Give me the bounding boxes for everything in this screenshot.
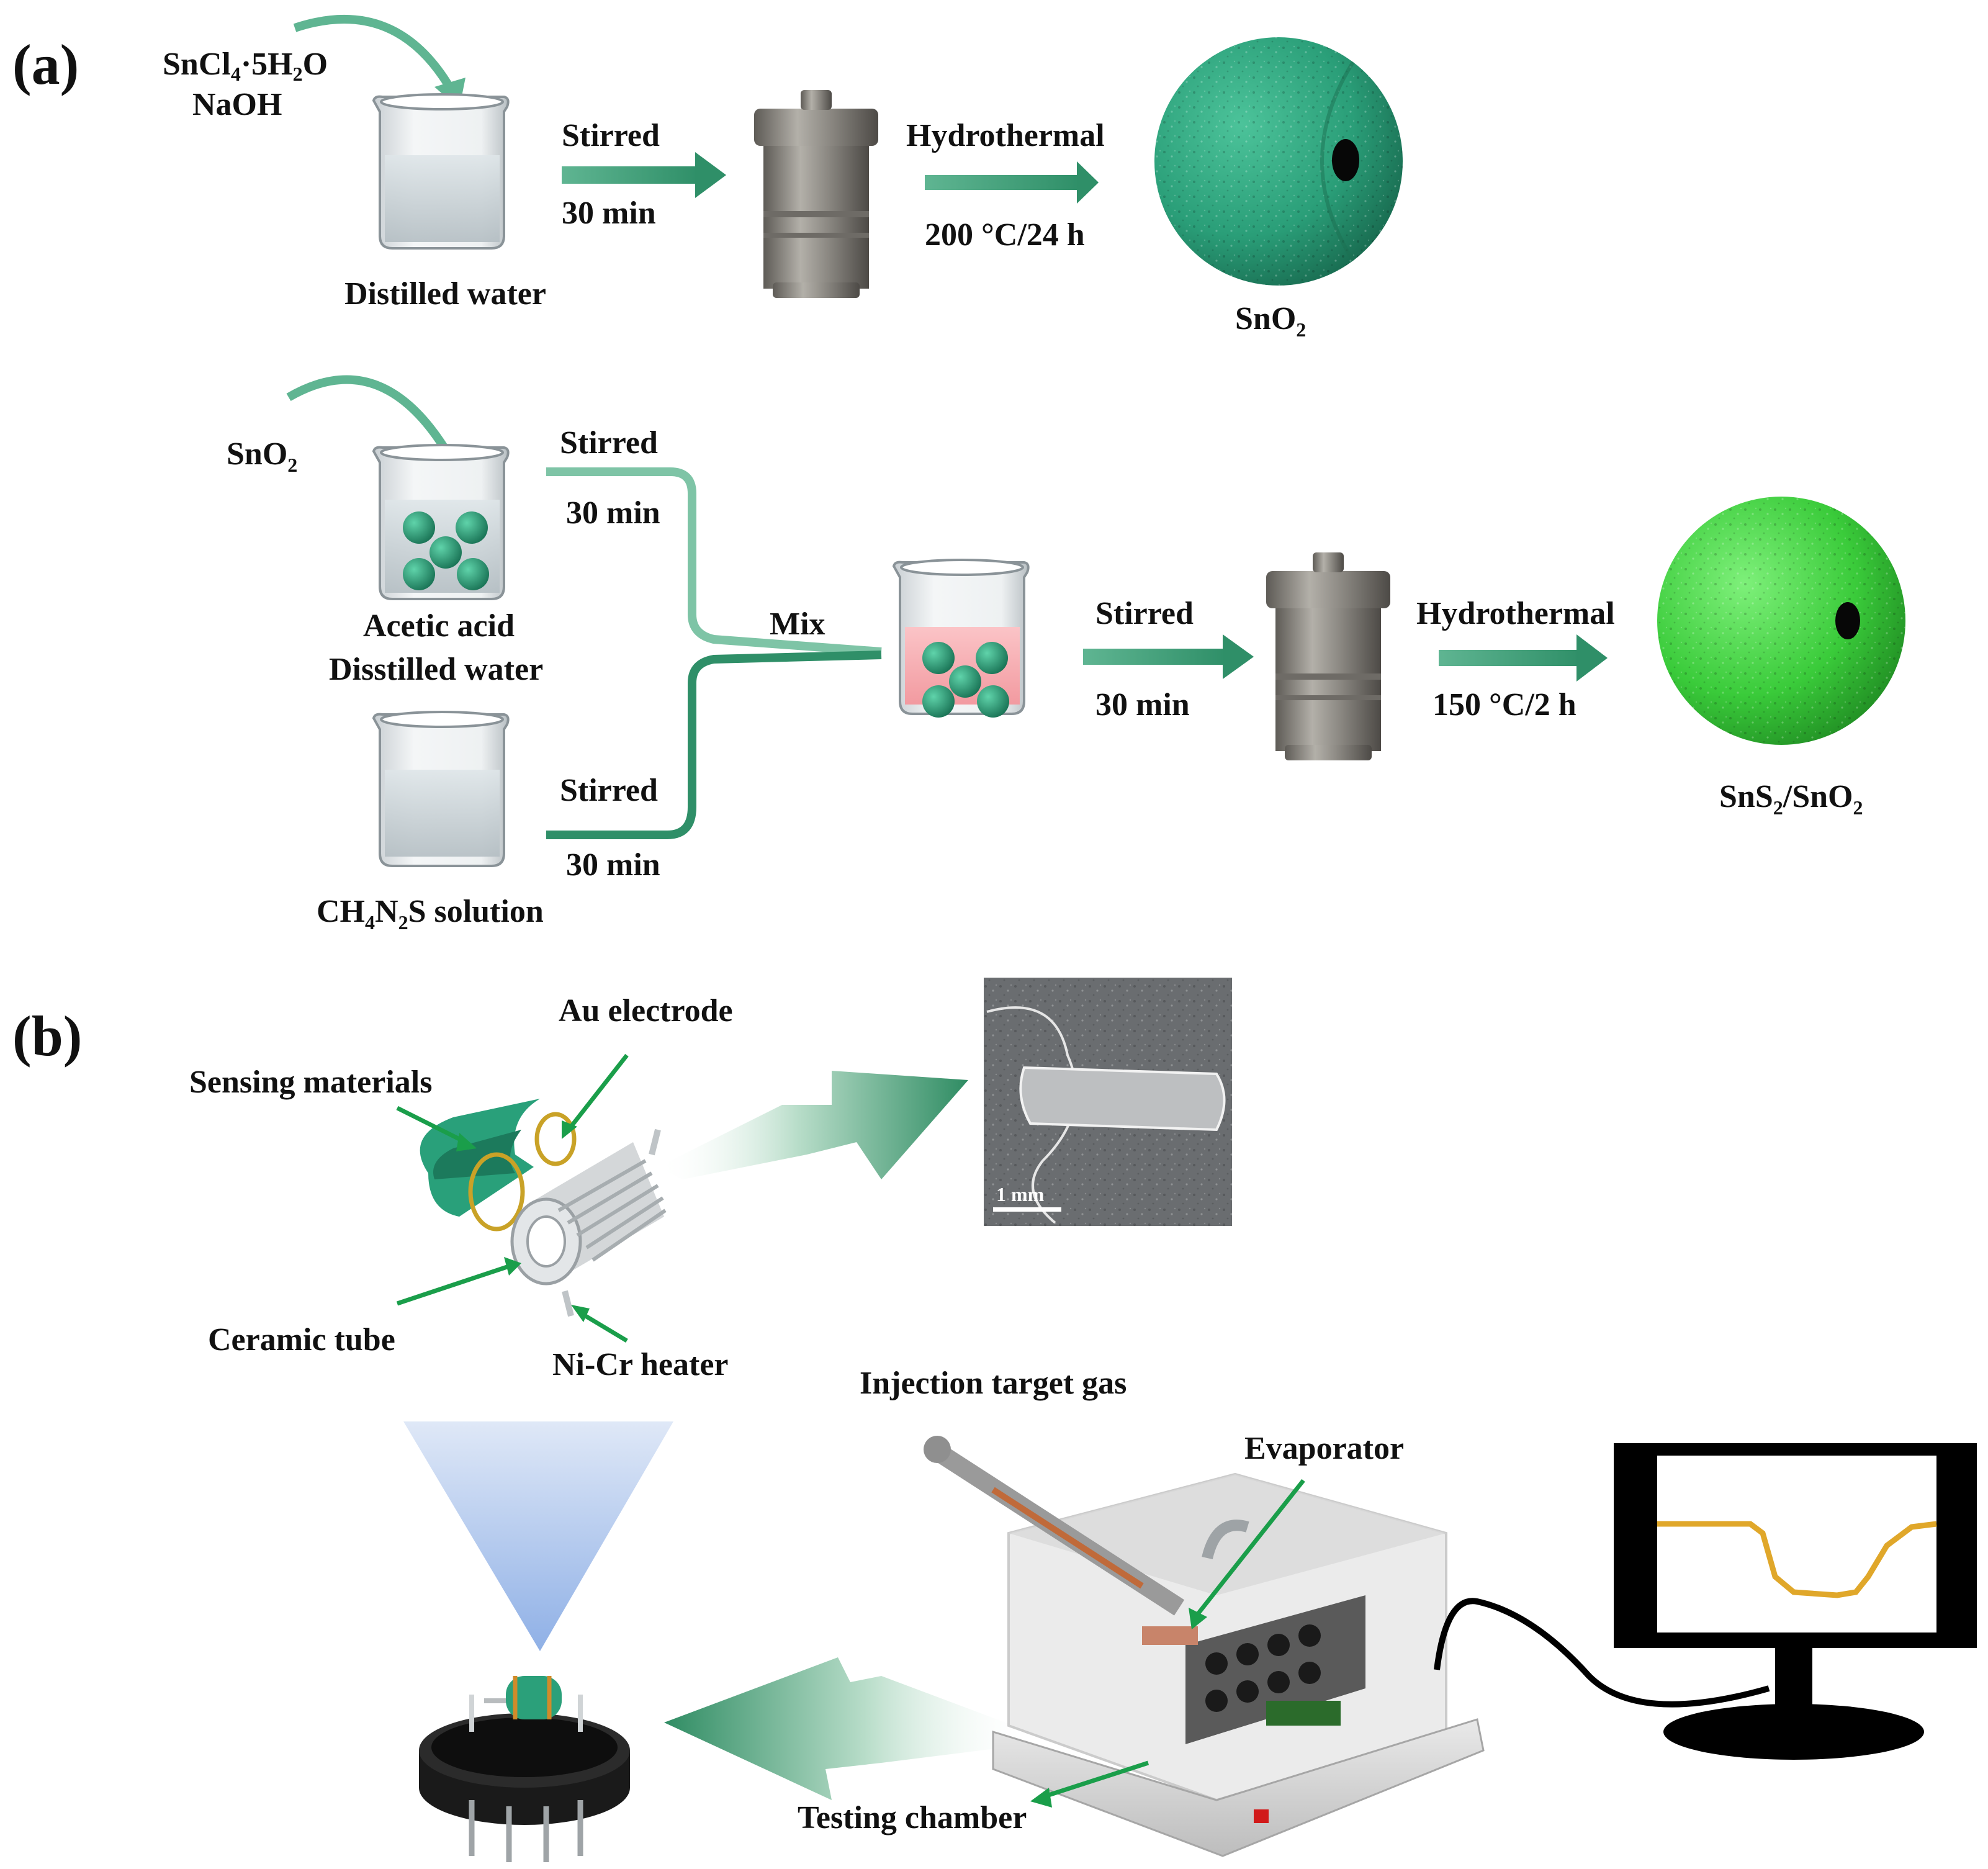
process-arrow-3 [1083, 634, 1254, 679]
condition-label-2: 150 °C/2 h [1433, 687, 1576, 723]
process-arrow-1 [562, 152, 726, 198]
evaporator-label: Evaporator [1244, 1431, 1404, 1466]
stirred-label-3: Stirred [1095, 596, 1194, 631]
au-electrode-ring-2 [534, 1112, 577, 1166]
sno2-balls-in-beaker [403, 511, 489, 590]
process-arrow-2 [925, 161, 1099, 204]
nicr-heater-label: Ni-Cr heater [552, 1347, 729, 1382]
disstilled-water-label: Disstilled water [329, 652, 543, 687]
thiourea-fill [385, 770, 500, 857]
sensor-socket [419, 1676, 630, 1862]
signal-cable [1434, 1598, 1770, 1708]
water-fill [385, 155, 500, 242]
monitor [1614, 1443, 1977, 1760]
au-electrode-label: Au electrode [559, 993, 733, 1029]
magnification-cone [403, 1421, 673, 1651]
panel-a-label: (a) [12, 33, 79, 96]
thiourea-solution-label: CH4N2S solution [317, 894, 544, 934]
hydrothermal-label-1: Hydrothermal [906, 118, 1105, 153]
addition-arrow-2 [286, 375, 457, 465]
fade-arrow-to-sem [658, 1071, 968, 1179]
sno2-balls-in-mixture [922, 642, 1009, 718]
time-label-branch-2: 30 min [566, 847, 660, 883]
acetic-acid-label: Acetic acid [363, 608, 515, 644]
pointer-evaporator [1189, 1479, 1305, 1629]
reagent-naoh-label: NaOH [192, 87, 282, 122]
sensing-materials-label: Sensing materials [189, 1065, 432, 1100]
syringe [924, 1436, 1185, 1616]
addition-arrow [293, 14, 457, 96]
pointer-testing-chamber [1030, 1760, 1149, 1808]
reagent-sncl4-label: SnCl4·5H2O [163, 47, 328, 85]
ceramic-tube-label: Ceramic tube [208, 1322, 395, 1358]
fade-arrow-to-socket [664, 1657, 1030, 1800]
pointer-sensing-materials [396, 1106, 477, 1151]
time-label-1: 30 min [562, 196, 656, 231]
response-curve [1657, 1521, 1937, 1598]
merge-branch-lower [546, 651, 882, 839]
sem-image: 1 mm [984, 978, 1232, 1226]
merge-branch-upper [546, 467, 882, 656]
hydrothermal-label-2: Hydrothermal [1416, 596, 1615, 631]
sensing-material-shell [420, 1099, 540, 1217]
distilled-water-label: Distilled water [344, 276, 546, 312]
pointer-au-electrode [562, 1053, 629, 1139]
process-arrow-4 [1439, 634, 1608, 682]
autoclave-1 [754, 90, 878, 298]
au-electrode-ring-1 [468, 1152, 525, 1232]
time-label-3: 30 min [1095, 687, 1190, 723]
pointer-ceramic-tube [396, 1257, 521, 1306]
testing-chamber-label: Testing chamber [798, 1800, 1027, 1835]
stirred-label-1: Stirred [562, 118, 660, 153]
sno2-hollow-sphere [1154, 37, 1403, 286]
pointer-nicr-heater [571, 1305, 628, 1343]
sno2-reagent-label: SnO2 [227, 436, 297, 476]
sns2-sno2-sphere [1657, 497, 1905, 745]
sno2-product-label: SnO2 [1235, 301, 1306, 341]
mix-label: Mix [770, 606, 825, 642]
sem-scale-bar-label: 1 mm [996, 1183, 1045, 1205]
injection-target-gas-label: Injection target gas [860, 1366, 1127, 1401]
panel-b-label: (b) [12, 1004, 82, 1068]
ceramic-tube-coil [510, 1128, 667, 1317]
time-label-branch-1: 30 min [566, 495, 660, 531]
condition-label-1: 200 °C/24 h [925, 217, 1085, 253]
sns2-sno2-product-label: SnS2/SnO2 [1719, 779, 1863, 819]
stirred-label-branch-1: Stirred [560, 425, 658, 461]
stirred-label-branch-2: Stirred [560, 773, 658, 808]
autoclave-2 [1266, 552, 1390, 760]
